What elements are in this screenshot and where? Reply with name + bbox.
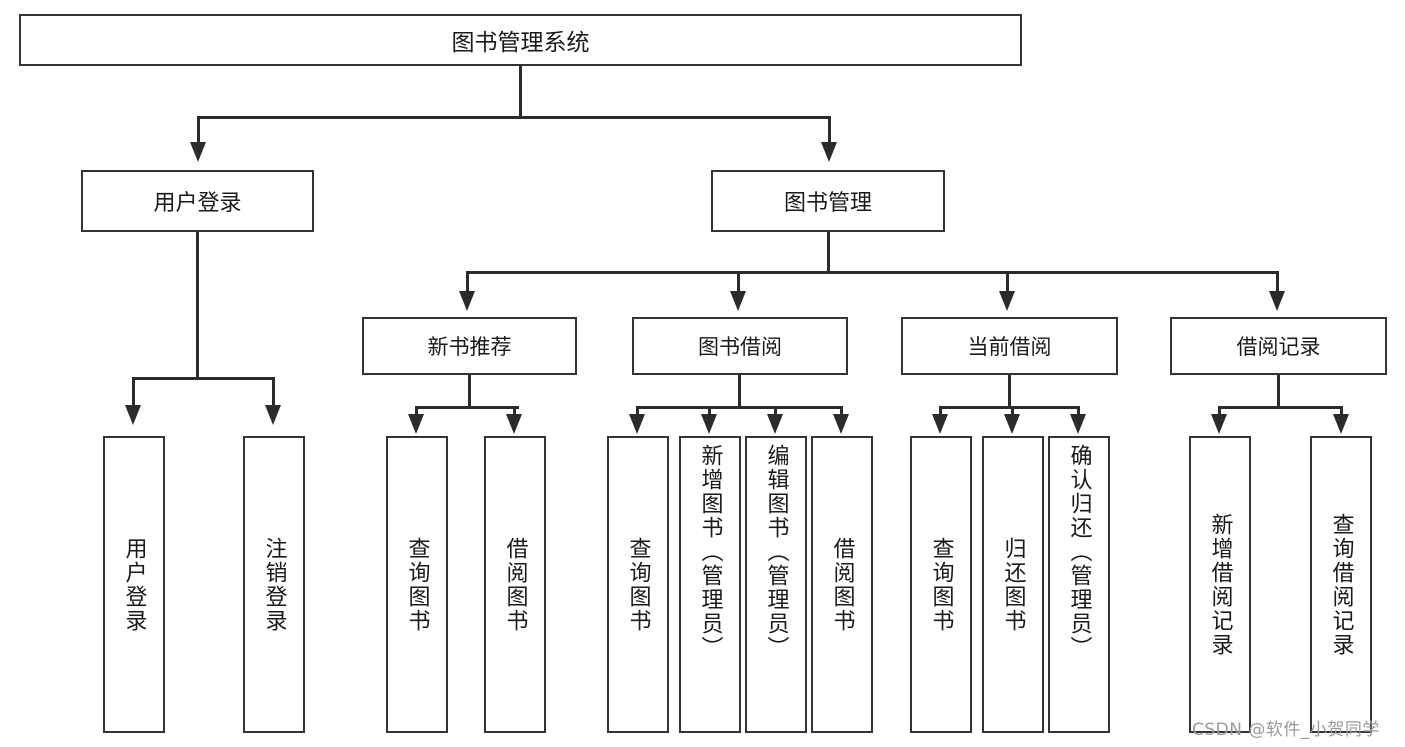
- node-user-login[interactable]: 用户登录: [81, 170, 314, 232]
- arrow-to-book-manage: [821, 142, 837, 162]
- arrow-leaf-add-record: [1211, 414, 1227, 434]
- node-label: 查询图书: [625, 536, 651, 633]
- arrow-leaf-query-book-3: [932, 414, 948, 434]
- arrow-to-borrow-record: [1269, 291, 1285, 311]
- watermark-text: CSDN @软件_小贺同学: [1192, 720, 1380, 740]
- node-label: 编辑图书（管理员）: [763, 444, 789, 660]
- connector-root-stem: [519, 66, 522, 118]
- node-root-system[interactable]: 图书管理系统: [19, 14, 1022, 66]
- arrow-leaf-add-book: [701, 414, 717, 434]
- node-label: 查询借阅记录: [1328, 512, 1354, 657]
- node-label: 查询图书: [928, 536, 954, 633]
- arrow-to-book-borrow: [730, 291, 746, 311]
- connector-current-borrow-branch-2: [1011, 406, 1014, 418]
- leaf-query-book-recommend[interactable]: 查询图书: [386, 436, 448, 733]
- connector-book-borrow-branch-1: [636, 406, 639, 418]
- arrow-leaf-confirm-return: [1070, 414, 1086, 434]
- connector-book-manage-bus: [466, 271, 1279, 274]
- arrow-leaf-query-record: [1333, 414, 1349, 434]
- connector-to-current-borrow: [1006, 271, 1009, 295]
- arrow-leaf-query-book-1: [408, 414, 424, 434]
- arrow-leaf-user-login: [125, 405, 141, 425]
- node-label: 新增图书（管理员）: [697, 444, 723, 660]
- connector-new-book-bus: [415, 406, 519, 409]
- node-label: 查询图书: [404, 536, 430, 633]
- arrow-leaf-return-book: [1004, 414, 1020, 434]
- leaf-logout-login[interactable]: 注销登录: [243, 436, 305, 733]
- connector-borrow-record-stem: [1277, 375, 1280, 409]
- arrow-leaf-borrow-book-1: [506, 414, 522, 434]
- leaf-add-book-admin[interactable]: 新增图书（管理员）: [679, 436, 741, 733]
- node-label: 借阅记录: [1236, 335, 1321, 359]
- connector-book-borrow-branch-3: [774, 406, 777, 418]
- connector-user-login-branch-1: [132, 377, 135, 409]
- connector-current-borrow-branch-3: [1077, 406, 1080, 418]
- connector-book-manage-stem: [827, 232, 830, 274]
- connector-new-book-branch-2: [513, 406, 516, 418]
- node-book-borrow[interactable]: 图书借阅: [632, 317, 848, 375]
- node-borrow-record[interactable]: 借阅记录: [1170, 317, 1387, 375]
- leaf-edit-book-admin[interactable]: 编辑图书（管理员）: [745, 436, 807, 733]
- connector-root-bus: [197, 116, 831, 119]
- node-label: 新书推荐: [427, 335, 512, 359]
- leaf-user-login[interactable]: 用户登录: [103, 436, 165, 733]
- connector-borrow-record-branch-1: [1218, 406, 1221, 418]
- connector-user-login-bus: [132, 377, 274, 380]
- node-label: 用户登录: [153, 191, 242, 216]
- node-label: 新增借阅记录: [1207, 512, 1233, 657]
- connector-book-borrow-branch-4: [840, 406, 843, 418]
- node-label: 当前借阅: [967, 335, 1052, 359]
- connector-user-login-branch-2: [272, 377, 275, 409]
- connector-to-borrow-record: [1276, 271, 1279, 295]
- arrow-leaf-query-book-2: [629, 414, 645, 434]
- node-label: 借阅图书: [829, 536, 855, 633]
- leaf-return-book[interactable]: 归还图书: [982, 436, 1044, 733]
- connector-current-borrow-bus: [939, 406, 1080, 409]
- node-new-book-recommend[interactable]: 新书推荐: [362, 317, 577, 375]
- leaf-query-borrow-record[interactable]: 查询借阅记录: [1310, 436, 1372, 733]
- connector-current-borrow-stem: [1008, 375, 1011, 409]
- arrow-to-new-book-recommend: [459, 291, 475, 311]
- node-label: 注销登录: [261, 536, 287, 633]
- connector-to-new-book-recommend: [466, 271, 469, 295]
- arrow-leaf-edit-book: [767, 414, 783, 434]
- node-label: 图书管理: [783, 191, 872, 216]
- leaf-borrow-book[interactable]: 借阅图书: [811, 436, 873, 733]
- arrow-leaf-logout: [265, 405, 281, 425]
- connector-book-borrow-bus: [636, 406, 842, 409]
- node-label: 用户登录: [121, 536, 147, 633]
- connector-to-user-login: [197, 116, 200, 146]
- arrow-to-user-login: [190, 142, 206, 162]
- connector-borrow-record-bus: [1218, 406, 1343, 409]
- node-label: 图书借阅: [698, 335, 782, 359]
- connector-new-book-stem: [468, 375, 471, 409]
- connector-current-borrow-branch-1: [939, 406, 942, 418]
- leaf-query-book-borrow[interactable]: 查询图书: [607, 436, 669, 733]
- node-label: 归还图书: [1000, 536, 1026, 633]
- leaf-confirm-return-admin[interactable]: 确认归还（管理员）: [1048, 436, 1110, 733]
- connector-book-borrow-stem: [738, 375, 741, 409]
- connector-new-book-branch-1: [415, 406, 418, 418]
- connector-to-book-borrow: [737, 271, 740, 295]
- node-label: 图书管理系统: [451, 30, 590, 56]
- leaf-query-book-current[interactable]: 查询图书: [910, 436, 972, 733]
- connector-borrow-record-branch-2: [1340, 406, 1343, 418]
- connector-book-borrow-branch-2: [708, 406, 711, 418]
- arrow-leaf-borrow-book-2: [833, 414, 849, 434]
- node-book-manage[interactable]: 图书管理: [711, 170, 945, 232]
- arrow-to-current-borrow: [999, 291, 1015, 311]
- node-current-borrow[interactable]: 当前借阅: [901, 317, 1118, 375]
- node-label: 借阅图书: [502, 536, 528, 633]
- leaf-add-borrow-record[interactable]: 新增借阅记录: [1189, 436, 1251, 733]
- connector-user-login-stem: [196, 232, 199, 380]
- leaf-borrow-book-recommend[interactable]: 借阅图书: [484, 436, 546, 733]
- connector-to-book-manage: [828, 116, 831, 146]
- node-label: 确认归还（管理员）: [1066, 444, 1092, 660]
